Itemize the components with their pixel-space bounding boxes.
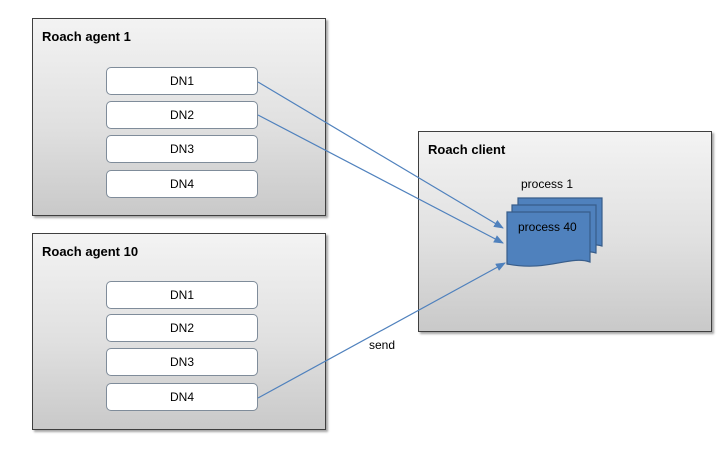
agent10-dn3: DN3 [106,348,258,376]
send-label: send [369,338,396,352]
process-40-label: process 40 [518,220,577,234]
agent10-dn2: DN2 [106,314,258,342]
agent10-dn4: DN4 [106,383,258,411]
agent1-dn4: DN4 [106,170,258,198]
process-1-label: process 1 [521,177,574,191]
agent10-dn1: DN1 [106,281,258,309]
agent1-dn1: DN1 [106,67,258,95]
agent1-dn3: DN3 [106,135,258,163]
agent1-dn2: DN2 [106,101,258,129]
roach-agent-1-title: Roach agent 1 [42,29,131,44]
roach-agent-10-title: Roach agent 10 [42,244,139,259]
roach-client-title: Roach client [428,142,506,157]
